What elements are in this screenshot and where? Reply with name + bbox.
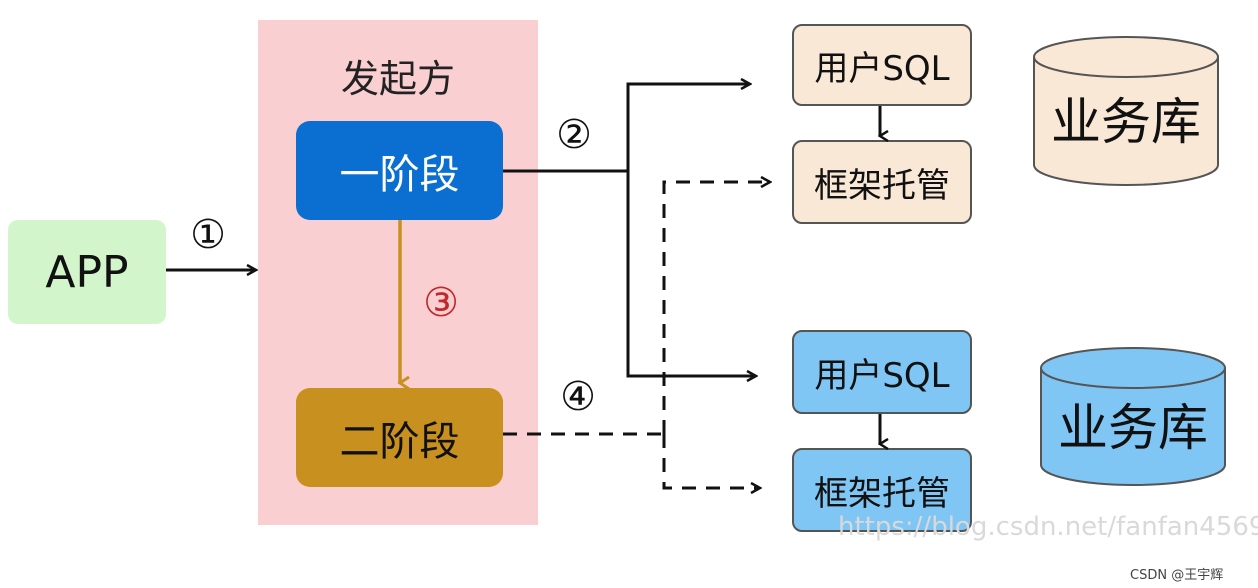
framework-node-1: 框架托管: [792, 140, 972, 224]
phase-two-node: 二阶段: [296, 388, 503, 487]
framework-node-2: 框架托管: [792, 448, 972, 532]
database-1: [1033, 36, 1219, 186]
phase-one-label: 一阶段: [339, 151, 460, 198]
user-sql-node-2: 用户SQL: [792, 330, 972, 414]
app-label: APP: [45, 246, 129, 298]
step-4-label: ④: [560, 374, 596, 420]
framework-label-2: 框架托管: [814, 473, 950, 514]
initiator-title: 发起方: [340, 57, 455, 101]
dashed-arrow-to-framework-1: [662, 182, 770, 434]
phase-one-node: 一阶段: [296, 121, 503, 220]
user-sql-label-2: 用户SQL: [814, 355, 950, 396]
credit-text: CSDN @王宇辉: [1130, 568, 1224, 583]
database-label-1: 业务库: [1051, 93, 1201, 151]
database-label-2: 业务库: [1058, 399, 1208, 457]
user-sql-label-1: 用户SQL: [814, 48, 950, 89]
dashed-arrow-to-framework-2: [662, 434, 760, 488]
step-2-label: ②: [556, 112, 592, 158]
arrow-phase1-to-user-sql-2: [626, 171, 756, 376]
phase-two-label: 二阶段: [339, 418, 460, 465]
arrow-phase1-to-user-sql-1: [626, 84, 750, 171]
step-3-label: ③: [423, 280, 459, 326]
step-1-label: ①: [190, 212, 226, 258]
framework-label-1: 框架托管: [814, 165, 950, 206]
database-2: [1040, 347, 1226, 486]
user-sql-node-1: 用户SQL: [792, 24, 972, 106]
watermark-url: https://blog.csdn.net/fanfan4569: [838, 512, 1258, 542]
app-node: APP: [8, 220, 166, 324]
